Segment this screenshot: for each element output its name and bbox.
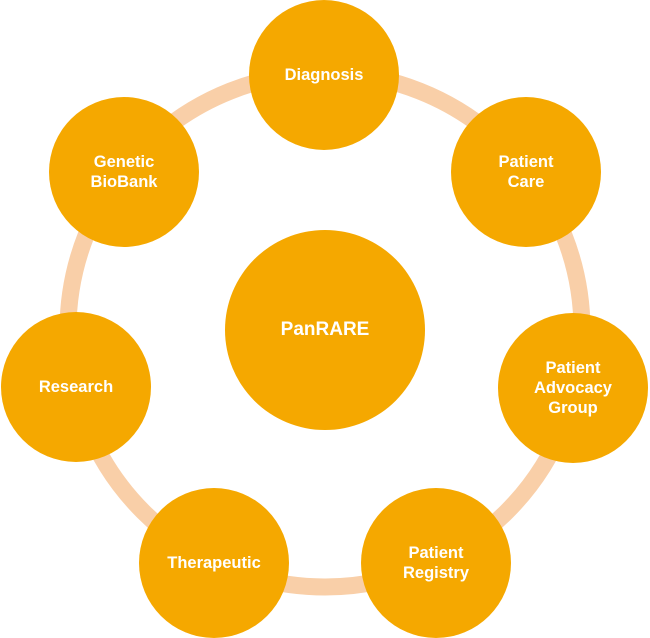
node-genetic-biobank: Genetic BioBank — [49, 97, 199, 247]
center-node-panrare: PanRARE — [225, 230, 425, 430]
node-diagnosis: Diagnosis — [249, 0, 399, 150]
node-label: Research — [38, 378, 114, 396]
node-patient-advocacy-group: Patient Advocacy Group — [498, 313, 648, 463]
center-label: PanRARE — [280, 319, 370, 340]
node-label: Diagnosis — [284, 66, 364, 84]
node-patient-registry: Patient Registry — [361, 488, 511, 638]
node-label: Patient Registry — [402, 544, 470, 582]
node-label: Genetic BioBank — [90, 153, 158, 191]
node-label: Patient Advocacy Group — [534, 359, 612, 417]
node-label: Patient Care — [498, 153, 554, 191]
node-therapeutic: Therapeutic — [139, 488, 289, 638]
node-patient-care: Patient Care — [451, 97, 601, 247]
node-research: Research — [1, 312, 151, 462]
node-label: Therapeutic — [167, 554, 261, 572]
